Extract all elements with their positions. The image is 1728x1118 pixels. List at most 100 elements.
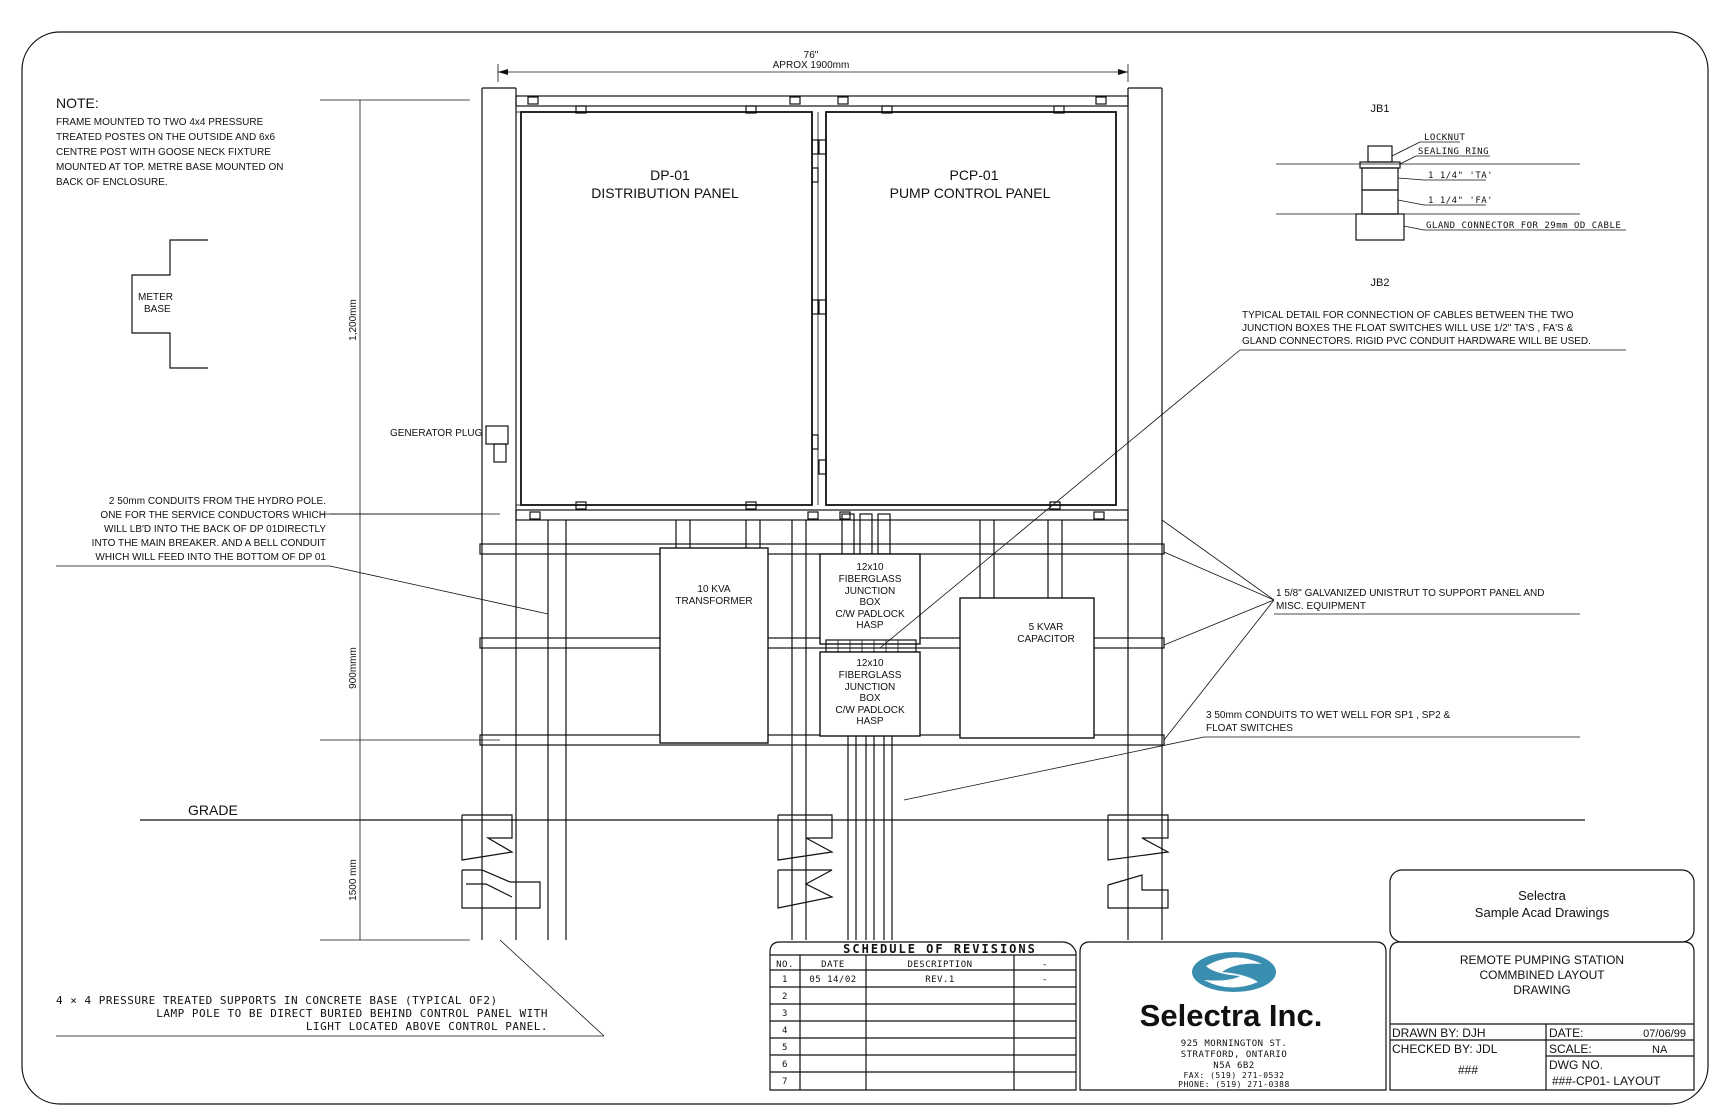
backing-plate [515, 105, 1129, 511]
note-heading: NOTE: [56, 95, 99, 111]
revisions-table: SCHEDULE OF REVISIONS NO. DATE DESCRIPTI… [769, 941, 1077, 1091]
revisions-cell: 3 [782, 1009, 788, 1019]
revisions-cell: 2 [782, 992, 788, 1002]
sheet-border [21, 31, 1709, 1105]
supports-note-line: LIGHT LOCATED ABOVE CONTROL PANEL. [306, 1020, 548, 1033]
company-address: 925 MORNINGTON ST. [1181, 1039, 1288, 1049]
note-line: FRAME MOUNTED TO TWO 4x4 PRESSURE [56, 117, 264, 128]
company-logo-icon [1192, 952, 1276, 992]
client-name: Selectra [1518, 888, 1566, 903]
junction-box-1: 12x10 FIBERGLASS JUNCTION BOX C/W PADLOC… [819, 553, 921, 645]
revisions-cell: 6 [782, 1060, 788, 1070]
revisions-cell: - [1042, 975, 1048, 985]
jb2-line: GLAND CONNECTORS. RIGID PVC CONDUIT HARD… [1242, 336, 1591, 347]
drawing-code: ### [1458, 1063, 1478, 1077]
note-line: CENTRE POST WITH GOOSE NECK FIXTURE [56, 147, 271, 158]
grade-line: GRADE [140, 802, 1585, 821]
revisions-header: NO. [776, 960, 794, 970]
pcp01-id: PCP-01 [949, 167, 998, 183]
company-address: N5A 6B2 [1213, 1061, 1254, 1071]
unistrut-line: 1 5/8" GALVANIZED UNISTRUT TO SUPPORT PA… [1276, 588, 1544, 599]
capacitor-label: CAPACITOR [1017, 634, 1074, 645]
jbox2-label: HASP [856, 716, 884, 727]
note-line: BACK OF ENCLOSURE. [56, 177, 168, 188]
top-rail [515, 95, 1129, 107]
grade-label: GRADE [188, 802, 238, 818]
jb1-label: SEALING RING [1418, 147, 1489, 157]
meter-base-symbol: METER BASE [131, 239, 208, 369]
revisions-header: - [1042, 960, 1048, 970]
revisions-header: DESCRIPTION [907, 960, 972, 970]
wetwell-line: 3 50mm CONDUITS TO WET WELL FOR SP1 , SP… [1206, 710, 1450, 721]
width-inches: 76" [804, 50, 819, 61]
jb2-line: JUNCTION BOXES THE FLOAT SWITCHES WILL U… [1242, 323, 1573, 334]
jbox2-label: C/W PADLOCK [835, 705, 905, 716]
checked-by: CHECKED BY: JDL [1392, 1042, 1498, 1056]
jbox1-label: C/W PADLOCK [835, 609, 905, 620]
meter-base-label: BASE [144, 304, 171, 315]
transformer-label: TRANSFORMER [675, 596, 752, 607]
generator-plug-label: GENERATOR PLUG [390, 428, 483, 439]
meter-base-label: METER [138, 292, 173, 303]
revisions-header: DATE [821, 960, 845, 970]
revisions-cell: 7 [782, 1077, 788, 1087]
right-post [1127, 87, 1163, 940]
concrete-bases [461, 814, 1170, 909]
jbox1-label: 12x10 [856, 562, 884, 573]
buried-depth-dim: 1500 mm [348, 859, 359, 901]
jb1-label: 1 1/4" 'FA' [1428, 196, 1493, 206]
mounting-bolts [527, 96, 1107, 520]
company-fax: FAX: (519) 271-0532 [1183, 1071, 1284, 1080]
date-value: 07/06/99 [1643, 1028, 1686, 1040]
jbox1-label: BOX [859, 597, 880, 608]
company-name: Selectra Inc. [1140, 998, 1323, 1033]
supports-note-line: LAMP POLE TO BE DIRECT BURIED BEHIND CON… [156, 1007, 548, 1020]
company-address: STRATFORD, ONTARIO [1181, 1050, 1288, 1060]
wetwell-conduits [847, 736, 893, 940]
jb2-line: TYPICAL DETAIL FOR CONNECTION OF CABLES … [1242, 310, 1574, 321]
client-block: Selectra Sample Acad Drawings [1389, 869, 1695, 943]
scale-value: NA [1652, 1044, 1668, 1056]
transformer-label: 10 KVA [697, 584, 730, 595]
frame-height-dim: 900mmm [348, 647, 359, 689]
wetwell-note: 3 50mm CONDUITS TO WET WELL FOR SP1 , SP… [903, 710, 1580, 801]
supports-note: 4 × 4 PRESSURE TREATED SUPPORTS IN CONCR… [56, 939, 605, 1037]
jbox1-label: JUNCTION [845, 586, 896, 597]
pcp01-name: PUMP CONTROL PANEL [890, 185, 1051, 201]
hydro-note-line: WHICH WILL FEED INTO THE BOTTOM OF DP 01 [95, 552, 326, 563]
company-block: Selectra Inc. 925 MORNINGTON ST. STRATFO… [1079, 941, 1387, 1091]
jbox2-label: 12x10 [856, 658, 884, 669]
dwg-value: ###-CP01- LAYOUT [1552, 1074, 1661, 1088]
jbox1-label: FIBERGLASS [839, 574, 902, 585]
dp01-id: DP-01 [650, 167, 690, 183]
dwg-label: DWG NO. [1549, 1058, 1603, 1072]
date-label: DATE: [1549, 1026, 1583, 1040]
transformer: 10 KVA TRANSFORMER [659, 547, 769, 744]
note-line: MOUNTED AT TOP. METRE BASE MOUNTED ON [56, 162, 283, 173]
jbox2-label: BOX [859, 693, 880, 704]
width-dimension: 76" APROX 1900mm [497, 50, 1129, 82]
dp01-name: DISTRIBUTION PANEL [591, 185, 739, 201]
pcp01-panel: PCP-01 PUMP CONTROL PANEL [825, 111, 1117, 506]
revisions-cell: 05 14/02 [809, 975, 856, 985]
panel-height-dim: 1,200mm [348, 299, 359, 341]
company-phone: PHONE: (519) 271-0388 [1178, 1080, 1290, 1089]
revisions-cell: 1 [782, 975, 788, 985]
jb1-label: LOCKNUT [1424, 133, 1466, 143]
jb2-title: JB2 [1371, 277, 1390, 289]
revisions-title: SCHEDULE OF REVISIONS [843, 942, 1037, 956]
revisions-cell: REV.1 [925, 975, 955, 985]
jbox1-label: HASP [856, 620, 884, 631]
hydro-note-line: ONE FOR THE SERVICE CONDUCTORS WHICH [100, 510, 326, 521]
width-mm: APROX 1900mm [773, 60, 850, 71]
hydro-note-line: INTO THE MAIN BREAKER. AND A BELL CONDUI… [92, 538, 326, 549]
height-dimensions: 1,200mm 900mmm 1500 mm [320, 99, 500, 941]
generator-plug: GENERATOR PLUG [390, 425, 509, 463]
hydro-note-line: 2 50mm CONDUITS FROM THE HYDRO POLE. [109, 496, 326, 507]
junction-box-2: 12x10 FIBERGLASS JUNCTION BOX C/W PADLOC… [819, 651, 921, 737]
note-line: TREATED POSTES ON THE OUTSIDE AND 6x6 [56, 132, 276, 143]
revisions-cell: 4 [782, 1026, 788, 1036]
hydro-note-line: WILL LB'D INTO THE BACK OF DP 01DIRECTLY [104, 524, 326, 535]
